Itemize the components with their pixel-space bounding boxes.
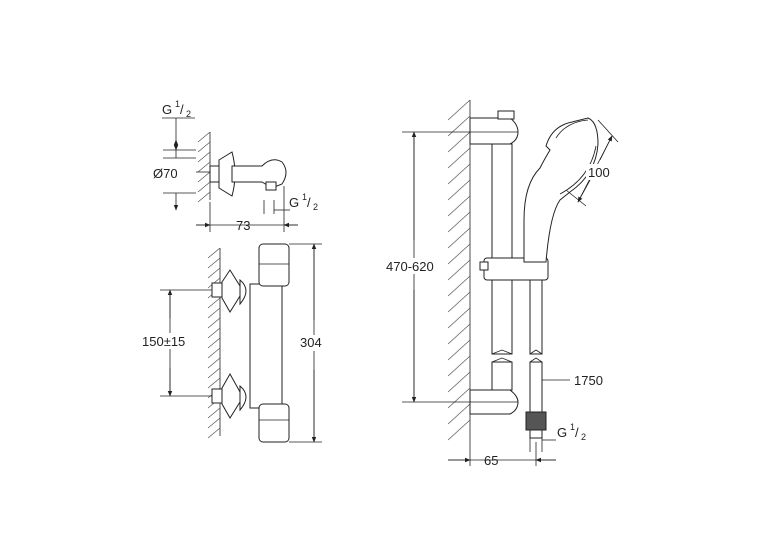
label-g-top-num: 1	[175, 99, 180, 109]
front-view: 150±15 304	[140, 243, 330, 443]
hose-connector	[529, 429, 543, 439]
label-g-bot-den: 2	[581, 432, 586, 442]
inlet-nut-upper	[211, 282, 223, 298]
label-g-bot-num: 1	[570, 422, 575, 432]
rail-bar-upper	[491, 143, 513, 355]
label-g-bot: G	[557, 425, 567, 440]
label-73: 73	[236, 218, 250, 233]
label-100-bg	[586, 164, 616, 180]
label-g-mid-den: 2	[313, 202, 318, 212]
wall-hatch-front	[207, 247, 221, 439]
label-g-top: G	[162, 102, 172, 117]
thermostat-body	[249, 283, 283, 409]
hose-nut	[525, 411, 547, 431]
label-304-bg	[300, 335, 330, 351]
bracket-cap-top	[497, 110, 515, 120]
flow-handle	[258, 403, 290, 443]
slider-knob	[479, 261, 489, 271]
mixer-body-top	[231, 159, 287, 189]
hand-shower	[523, 117, 599, 263]
label-g-bot-slash: /	[575, 425, 579, 440]
label-dia70: Ø70	[153, 166, 178, 181]
rail-bar-lower	[491, 361, 513, 391]
label-100: 100	[588, 165, 610, 180]
eccentric-upper	[221, 269, 241, 313]
label-1750: 1750	[574, 373, 603, 388]
label-150-bg	[140, 333, 200, 349]
label-g-mid-num: 1	[302, 192, 307, 202]
label-304: 304	[300, 335, 322, 350]
hose-lower	[529, 361, 543, 413]
label-470-bg	[384, 258, 448, 274]
outlet-top	[265, 181, 277, 191]
wall-hatch-rail	[447, 99, 471, 452]
rail-view: 470-620 100 1750 G 1 / 2 65	[384, 99, 619, 468]
temperature-handle	[258, 243, 290, 287]
label-65: 65	[484, 453, 498, 468]
label-150: 150±15	[142, 334, 185, 349]
inlet-nut-top	[209, 165, 220, 183]
escutcheon-upper	[239, 278, 247, 306]
eccentric-lower	[221, 372, 241, 419]
label-g-top-den: 2	[186, 109, 191, 119]
inlet-nut-lower	[211, 388, 223, 404]
label-g-top-slash: /	[180, 102, 184, 117]
label-g-mid: G	[289, 195, 299, 210]
label-470-620: 470-620	[386, 259, 434, 274]
wall-hatch-top	[197, 131, 211, 203]
label-g-mid-slash: /	[307, 195, 311, 210]
hose-upper	[529, 279, 543, 355]
escutcheon-lower	[239, 384, 247, 412]
top-view: G 1 / 2 Ø70 G 1 / 2 73	[153, 99, 318, 233]
rail-bracket-top	[469, 117, 519, 145]
